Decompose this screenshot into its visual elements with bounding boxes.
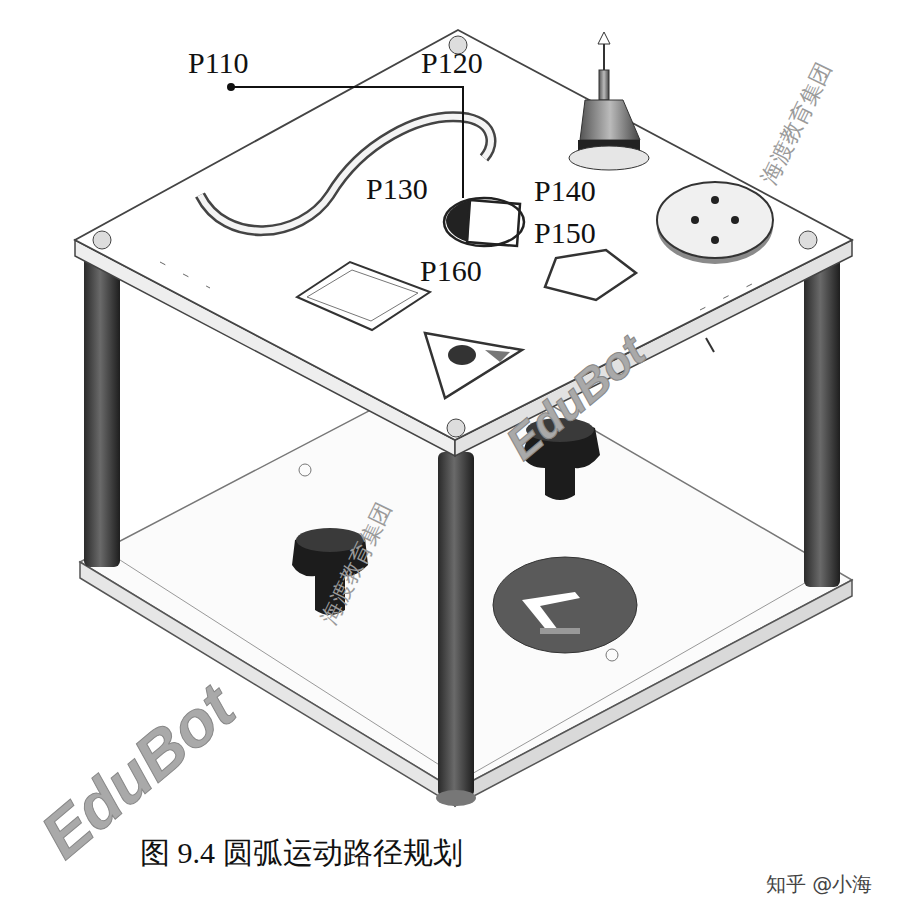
- point-label: P150: [534, 218, 596, 248]
- figure-caption: 图 9.4 圆弧运动路径规划: [140, 838, 463, 868]
- point-label: P160: [420, 256, 482, 286]
- point-label: P110: [188, 48, 249, 78]
- watermark: 海渡教育集团: [758, 59, 836, 187]
- square-hole: [297, 262, 430, 330]
- pentagon-track: [545, 250, 636, 300]
- square-hole: [307, 270, 418, 321]
- circular-hole: [444, 198, 524, 246]
- pen-tool: [569, 32, 649, 170]
- top-plate: [75, 30, 852, 456]
- point-label: P120: [421, 48, 483, 78]
- source-credit: 知乎 @小海: [766, 874, 872, 894]
- point-label: P140: [534, 176, 596, 206]
- round-disk: [657, 182, 773, 264]
- point-label: P130: [366, 174, 428, 204]
